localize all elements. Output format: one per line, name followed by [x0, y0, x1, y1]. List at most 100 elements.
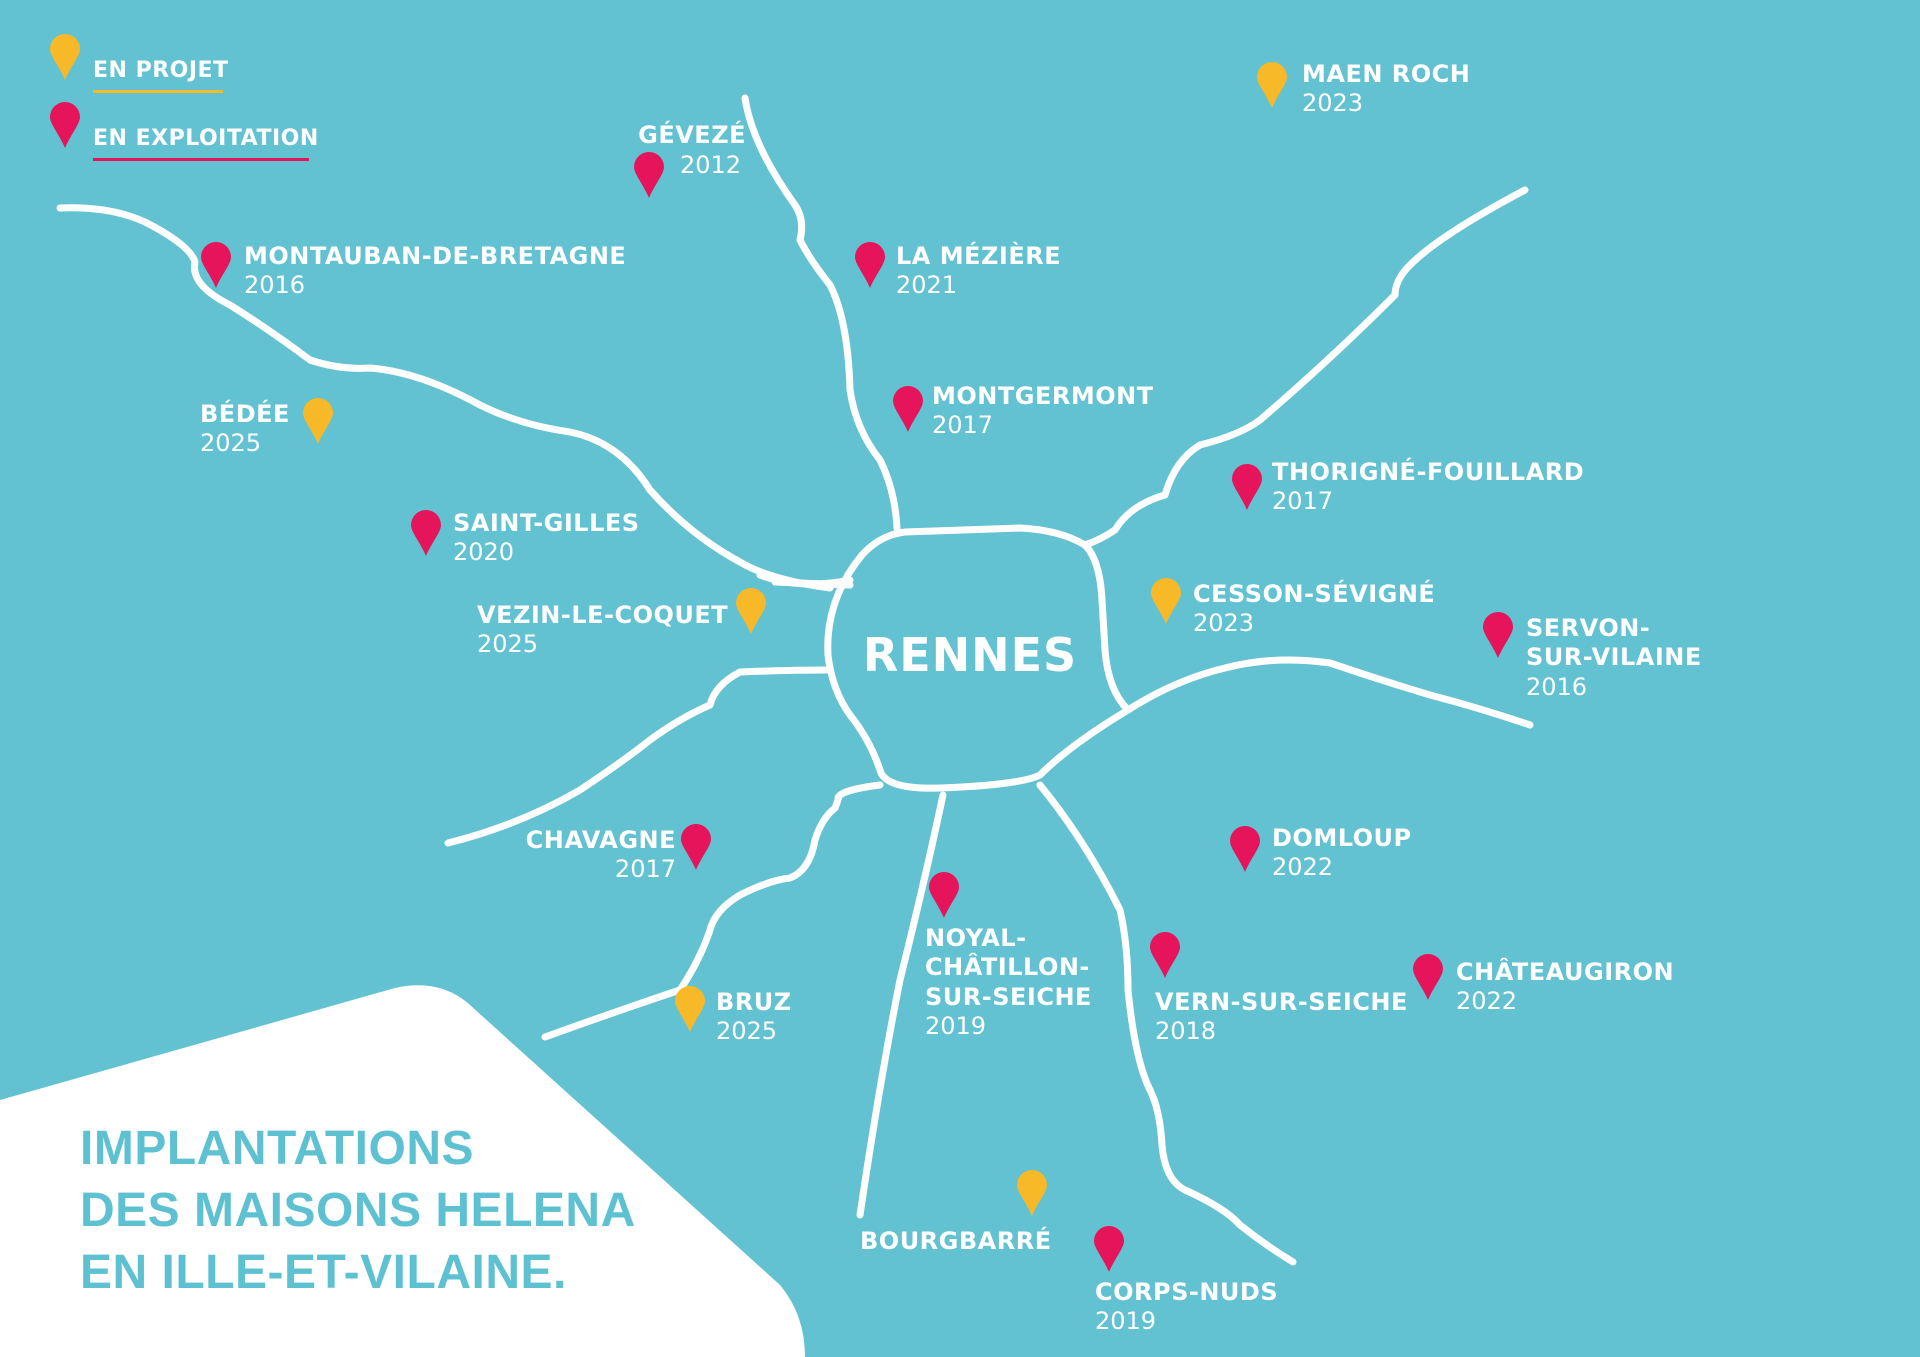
location-label-chateaugiron: CHÂTEAUGIRON 2022	[1456, 958, 1674, 1017]
pin-projet-icon	[675, 986, 705, 1032]
location-year: 2019	[925, 1011, 987, 1040]
location-year: 2017	[1272, 487, 1334, 516]
location-label-servon: SERVON- SUR-VILAINE 2016	[1526, 614, 1702, 702]
location-year: 2023	[1302, 89, 1364, 118]
location-year: 2016	[244, 271, 306, 300]
location-label-montgermont: MONTGERMONT 2017	[932, 382, 1154, 441]
location-name: VEZIN-LE-COQUET	[477, 601, 729, 629]
location-label-thorigne: THORIGNÉ-FOUILLARD 2017	[1272, 458, 1584, 517]
legend-pin-projet-icon	[50, 34, 80, 80]
pin-exploitation-icon	[855, 242, 885, 288]
location-name: LA MÉZIÈRE	[896, 242, 1062, 270]
location-year: 2023	[1193, 609, 1255, 638]
pin-exploitation-icon	[1150, 932, 1180, 978]
location-year: 2017	[614, 855, 676, 884]
location-name: MONTGERMONT	[932, 382, 1154, 410]
location-year: 2019	[1095, 1307, 1157, 1336]
location-name: BOURGBARRÉ	[860, 1227, 1052, 1255]
location-name: MONTAUBAN-DE-BRETAGNE	[244, 242, 627, 270]
title-panel	[0, 985, 805, 1357]
location-name: CESSON-SÉVIGNÉ	[1193, 580, 1436, 608]
road-west	[444, 666, 830, 847]
legend-projet-underline	[93, 90, 223, 93]
pin-exploitation-icon	[201, 242, 231, 288]
location-year: 2020	[453, 538, 515, 567]
location-name: GÉVEZÉ	[638, 121, 746, 149]
pin-exploitation-icon	[1413, 954, 1443, 1000]
location-label-vern: VERN-SUR-SEICHE 2018	[1155, 988, 1408, 1047]
center-city-label: RENNES	[862, 628, 1078, 682]
legend-projet-label: EN PROJET	[93, 58, 229, 83]
location-year: 2016	[1526, 672, 1588, 701]
pin-exploitation-icon	[893, 386, 923, 432]
location-label-geveze: GÉVEZÉ	[600, 121, 746, 150]
location-label-maen-roch: MAEN ROCH 2023	[1302, 60, 1470, 119]
pin-exploitation-icon	[1483, 612, 1513, 658]
location-label-cesson: CESSON-SÉVIGNÉ 2023	[1193, 580, 1435, 639]
pin-exploitation-icon	[634, 152, 664, 198]
pin-exploitation-icon	[1094, 1226, 1124, 1272]
road-bourgbarre	[856, 791, 947, 1219]
location-year: 2025	[200, 429, 262, 458]
location-name: CHAVAGNE	[525, 826, 676, 854]
location-year: 2021	[896, 271, 958, 300]
location-year: 2025	[716, 1017, 778, 1046]
location-year: 2022	[1272, 853, 1334, 882]
location-name: BÉDÉE	[200, 400, 290, 428]
pin-projet-icon	[736, 588, 766, 634]
pin-exploitation-icon	[1232, 464, 1262, 510]
legend-pin-exploitation-icon	[50, 102, 80, 148]
location-label-vezin: VEZIN-LE-COQUET 2025	[477, 601, 728, 660]
pin-projet-icon	[1017, 1170, 1047, 1216]
road-montauban	[56, 204, 834, 592]
location-label-domloup: DOMLOUP 2022	[1272, 824, 1412, 883]
pin-projet-icon	[1257, 62, 1287, 108]
pin-exploitation-icon	[929, 872, 959, 918]
location-label-saint-gilles: SAINT-GILLES 2020	[453, 509, 640, 568]
location-label-noyal: NOYAL- CHÂTILLON- SUR-SEICHE 2019	[925, 924, 1092, 1041]
road-servon	[1124, 656, 1534, 729]
location-label-montauban: MONTAUBAN-DE-BRETAGNE 2016	[244, 242, 626, 301]
location-name-line: CHÂTILLON-	[925, 953, 1090, 982]
location-name-line: NOYAL-	[925, 924, 1027, 952]
location-label-bourgbarre: BOURGBARRÉ	[860, 1227, 1052, 1256]
location-name: VERN-SUR-SEICHE	[1155, 988, 1408, 1016]
pin-exploitation-icon	[681, 824, 711, 870]
title-line: DES MAISONS HELENA	[80, 1184, 636, 1237]
pin-projet-icon	[1151, 578, 1181, 624]
pins-layer	[50, 34, 1513, 1272]
location-year: 2025	[477, 630, 539, 659]
map-title: IMPLANTATIONS DES MAISONS HELENA EN ILLE…	[80, 1118, 720, 1304]
location-name: DOMLOUP	[1272, 824, 1412, 852]
location-label-bedee: BÉDÉE 2025	[200, 400, 290, 459]
location-label-chavagne: CHAVAGNE 2017	[520, 826, 676, 885]
ring-road	[824, 524, 1132, 792]
legend-exploitation-underline	[93, 158, 309, 161]
pin-exploitation-icon	[1230, 826, 1260, 872]
pin-projet-icon	[303, 398, 333, 444]
location-label-bruz: BRUZ 2025	[716, 988, 792, 1047]
location-year-geveze: 2012	[680, 151, 741, 180]
location-year: 2018	[1155, 1017, 1217, 1046]
location-name: CHÂTEAUGIRON	[1456, 958, 1675, 986]
location-name: THORIGNÉ-FOUILLARD	[1272, 458, 1585, 486]
pin-exploitation-icon	[411, 510, 441, 556]
location-name-line: SUR-VILAINE	[1526, 643, 1702, 672]
road-maen-roch	[1081, 186, 1529, 549]
location-name: MAEN ROCH	[1302, 60, 1471, 88]
location-label-corps-nuds: CORPS-NUDS 2019	[1095, 1278, 1278, 1337]
location-name-line: SERVON-	[1526, 614, 1651, 642]
location-label-la-meziere: LA MÉZIÈRE 2021	[896, 242, 1061, 301]
road-geveze	[741, 94, 901, 532]
location-year: 2012	[680, 151, 742, 179]
road-vezin-link2	[756, 571, 854, 588]
location-year: 2017	[932, 411, 994, 440]
location-name-line: SUR-SEICHE	[925, 982, 1092, 1011]
location-name: CORPS-NUDS	[1095, 1278, 1279, 1306]
title-line: EN ILLE-ET-VILAINE.	[80, 1246, 567, 1299]
location-name: SAINT-GILLES	[453, 509, 640, 537]
road-corps-nuds	[1036, 781, 1297, 1266]
location-year: 2022	[1456, 987, 1518, 1016]
title-line: IMPLANTATIONS	[80, 1122, 475, 1175]
